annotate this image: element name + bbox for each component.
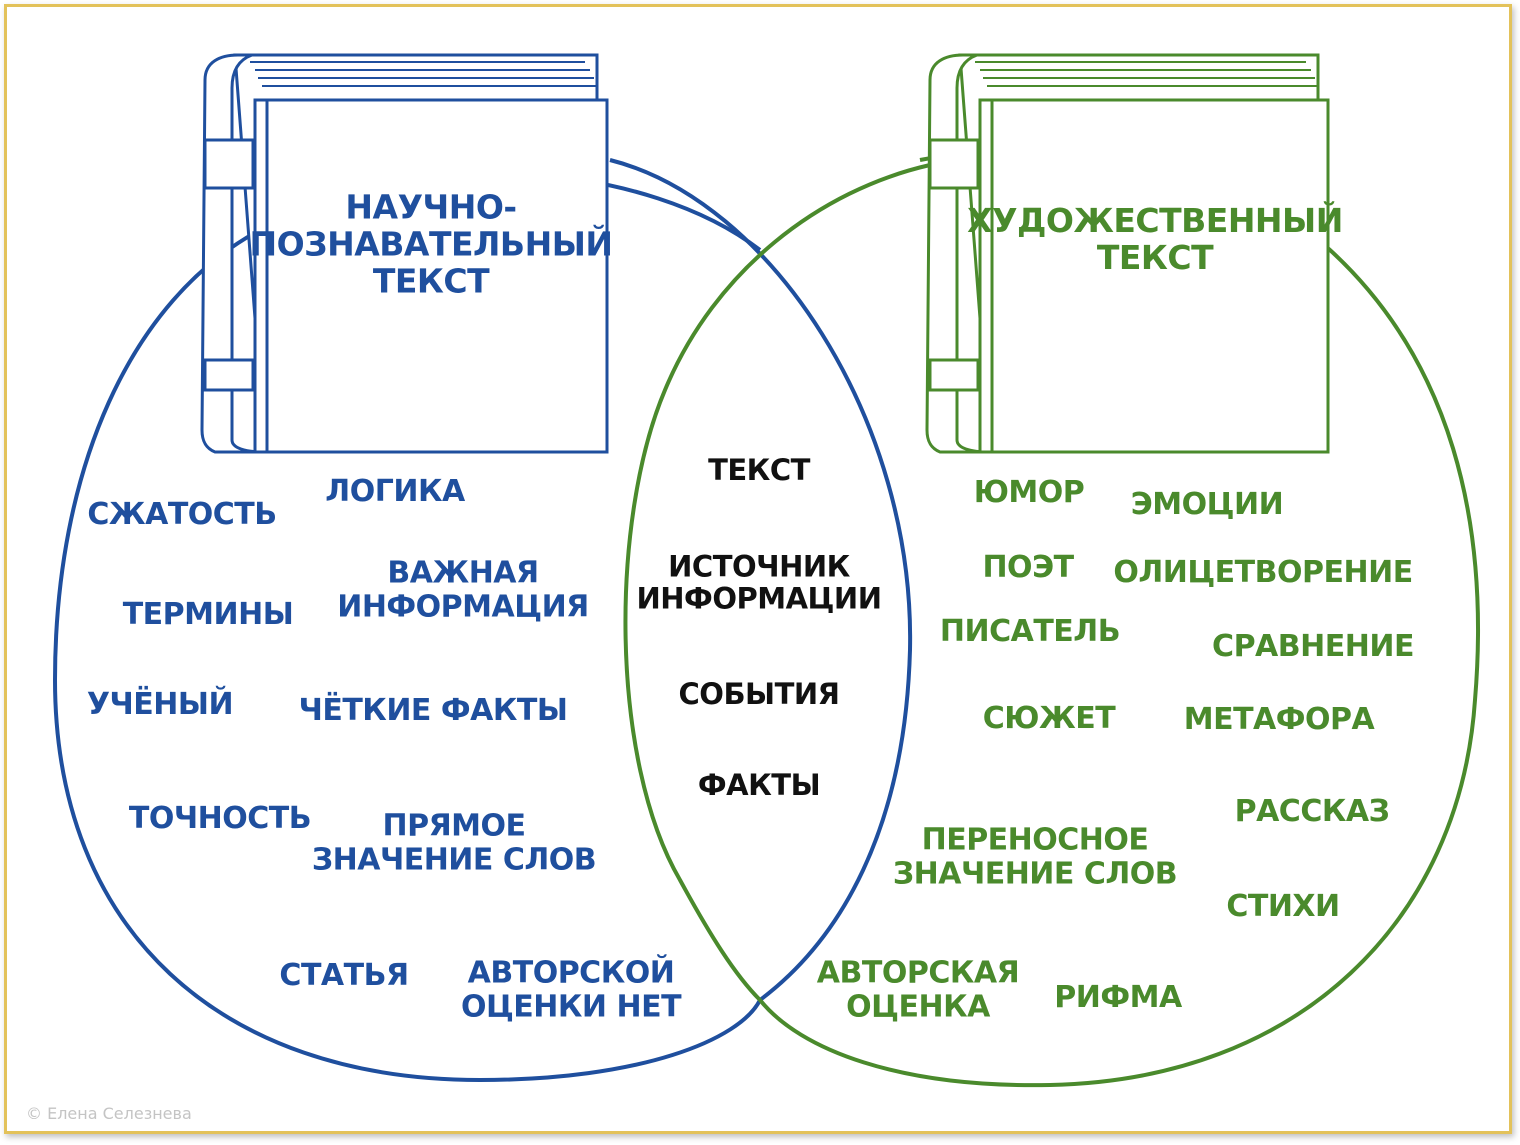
word-perenosnoe-znachenie: ПЕРЕНОСНОЕ ЗНАЧЕНИЕ СЛОВ [892, 822, 1178, 891]
word-rifma: РИФМА [1054, 980, 1182, 1016]
scientific-title-line1: НАУЧНО- [345, 187, 517, 227]
word-avtorskaya-line2: ОЦЕНКА [846, 989, 990, 1024]
literary-book-title: ХУДОЖЕСТВЕННЫЙ ТЕКСТ [967, 201, 1343, 277]
right-circle-inner-arc [623, 163, 931, 1002]
word-chetkie-fakty: ЧЁТКИЕ ФАКТЫ [298, 693, 568, 729]
scientific-book-icon [200, 53, 609, 454]
scientific-book-title: НАУЧНО- ПОЗНАВАТЕЛЬНЫЙ ТЕКСТ [249, 187, 613, 301]
left-circle-inner-arc [609, 158, 913, 1002]
word-stihi: СТИХИ [1226, 889, 1340, 925]
copyright-notice: © Елена Селезнева [26, 1104, 192, 1123]
word-uchenyi: УЧЁНЫЙ [86, 687, 234, 723]
word-perenosnoe-line1: ПЕРЕНОСНОЕ [921, 822, 1149, 858]
word-pisatel: ПИСАТЕЛЬ [939, 614, 1121, 650]
scientific-title-line3: ТЕКСТ [372, 261, 490, 301]
word-fakty: ФАКТЫ [697, 767, 821, 802]
word-terminy: ТЕРМИНЫ [122, 597, 294, 633]
scientific-title-line2: ПОЗНАВАТЕЛЬНЫЙ [249, 224, 613, 264]
word-poet: ПОЭТ [982, 550, 1074, 586]
word-logika: ЛОГИКА [325, 474, 465, 510]
word-vazhnaya-line1: ВАЖНАЯ [387, 555, 539, 591]
word-szhatost: СЖАТОСТЬ [87, 497, 277, 533]
word-metafora: МЕТАФОРА [1183, 702, 1375, 738]
word-istochnik-line2: ИНФОРМАЦИИ [636, 582, 882, 616]
word-avtorskoi-line2: ОЦЕНКИ НЕТ [460, 989, 682, 1024]
word-yumor: ЮМОР [973, 475, 1085, 511]
literary-title-line1: ХУДОЖЕСТВЕННЫЙ [967, 201, 1343, 241]
word-statya: СТАТЬЯ [279, 958, 409, 994]
word-emocii: ЭМОЦИИ [1130, 487, 1284, 523]
word-vazhnaya-line2: ИНФОРМАЦИЯ [337, 589, 589, 624]
word-pryamoe-line1: ПРЯМОЕ [382, 808, 526, 844]
word-pryamoe-line2: ЗНАЧЕНИЕ СЛОВ [311, 842, 597, 877]
word-tochnost: ТОЧНОСТЬ [128, 801, 312, 837]
word-avtorskoi-line1: АВТОРСКОЙ [467, 955, 675, 991]
word-istochnik-informacii: ИСТОЧНИК ИНФОРМАЦИИ [636, 549, 882, 616]
word-olicetvorenie: ОЛИЦЕТВОРЕНИЕ [1113, 555, 1413, 591]
word-pryamoe-znachenie: ПРЯМОЕ ЗНАЧЕНИЕ СЛОВ [311, 808, 597, 877]
word-tekst: ТЕКСТ [708, 452, 810, 487]
word-rasskaz: РАССКАЗ [1234, 794, 1390, 830]
word-avtorskaya-ocenka: АВТОРСКАЯ ОЦЕНКА [816, 955, 1020, 1024]
literary-title-line2: ТЕКСТ [1096, 238, 1214, 277]
literary-book-icon [925, 53, 1330, 454]
word-sravnenie: СРАВНЕНИЕ [1212, 629, 1414, 665]
word-avtorskoi-ocenki-net: АВТОРСКОЙ ОЦЕНКИ НЕТ [460, 955, 682, 1024]
word-avtorskaya-line1: АВТОРСКАЯ [816, 955, 1020, 991]
word-sobytiya: СОБЫТИЯ [678, 676, 840, 711]
word-perenosnoe-line2: ЗНАЧЕНИЕ СЛОВ [892, 856, 1178, 891]
word-vazhnaya-informaciya: ВАЖНАЯ ИНФОРМАЦИЯ [337, 556, 589, 623]
word-syuzhet: СЮЖЕТ [982, 701, 1116, 737]
word-istochnik-line1: ИСТОЧНИК [668, 549, 850, 584]
